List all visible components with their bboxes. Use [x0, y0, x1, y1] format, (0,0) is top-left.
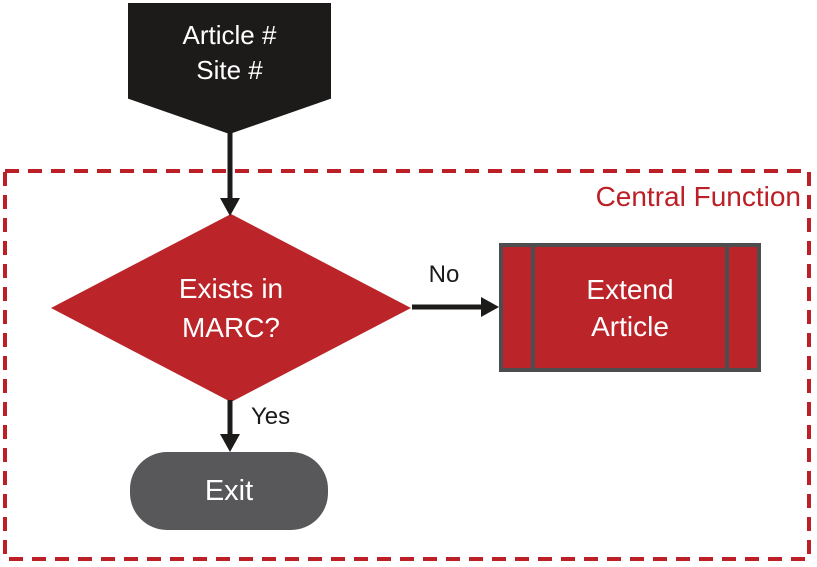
input-node-line2: Site #: [196, 55, 263, 85]
edge-label-no: No: [428, 261, 460, 288]
edge-label-yes: Yes: [251, 403, 291, 430]
input-node-line1: Article #: [182, 20, 277, 50]
arrowhead-input-to-decision: [220, 198, 240, 216]
node-process-extend-article: Extend Article: [499, 243, 761, 372]
process-left-bar: [531, 247, 535, 368]
node-terminator-exit: Exit: [130, 452, 328, 530]
node-decision-exists-in-marc: Exists in MARC?: [51, 214, 411, 402]
terminator-node-label: Exit: [204, 474, 254, 507]
decision-node-line1: Exists in: [178, 273, 284, 304]
arrowhead-decision-to-process: [481, 297, 499, 317]
node-input-article-site: Article # Site #: [128, 3, 331, 134]
central-function-label: Central Function: [595, 181, 801, 212]
arrowhead-decision-to-terminator: [220, 434, 240, 452]
process-right-bar: [725, 247, 729, 368]
process-node-line1: Extend: [586, 273, 674, 305]
process-node-line2: Article: [591, 310, 669, 342]
decision-node-line2: MARC?: [181, 312, 280, 343]
